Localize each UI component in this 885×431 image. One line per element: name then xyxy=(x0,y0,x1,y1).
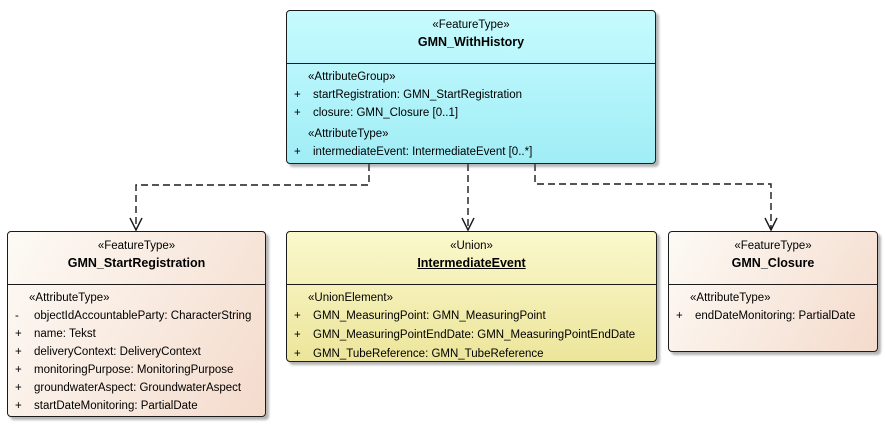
attribute-text: startRegistration: GMN_StartRegistration xyxy=(313,89,522,101)
dependency-connector-intermediate-event[interactable] xyxy=(461,164,475,232)
visibility-marker: + xyxy=(294,310,301,322)
visibility-marker: + xyxy=(15,382,22,394)
dependency-connector-closure[interactable] xyxy=(534,164,778,232)
attribute-text: endDateMonitoring: PartialDate xyxy=(695,310,856,322)
attribute-row: - objectIdAccountableParty: CharacterStr… xyxy=(13,307,263,325)
visibility-marker: + xyxy=(15,364,22,376)
visibility-marker: + xyxy=(15,400,22,412)
attribute-text: GMN_TubeReference: GMN_TubeReference xyxy=(313,348,544,360)
attribute-text: GMN_MeasuringPoint: GMN_MeasuringPoint xyxy=(313,310,546,322)
attribute-compartment: «AttributeType» + endDateMonitoring: Par… xyxy=(669,284,877,325)
attribute-compartment: «AttributeGroup» + startRegistration: GM… xyxy=(287,63,655,161)
class-stereotype: «FeatureType» xyxy=(432,19,510,31)
attribute-text: objectIdAccountableParty: CharacterStrin… xyxy=(34,310,252,322)
attribute-text: deliveryContext: DeliveryContext xyxy=(34,346,201,358)
class-name: GMN_WithHistory xyxy=(417,35,525,49)
class-stereotype: «FeatureType» xyxy=(97,240,176,252)
visibility-marker: + xyxy=(294,146,301,158)
attribute-text: name: Tekst xyxy=(34,328,96,340)
attribute-text: groundwaterAspect: GroundwaterAspect xyxy=(34,382,242,394)
attribute-text: GMN_MeasuringPointEndDate: GMN_Measuring… xyxy=(313,329,636,341)
visibility-marker: + xyxy=(294,348,301,360)
open-arrowhead-icon xyxy=(129,217,143,232)
class-name: GMN_Closure xyxy=(731,256,815,270)
open-arrowhead-icon xyxy=(764,217,778,232)
attribute-row: + intermediateEvent: IntermediateEvent [… xyxy=(292,143,653,161)
class-header: «FeatureType» GMN_StartRegistration xyxy=(8,232,265,284)
group-stereotype: «AttributeType» xyxy=(690,292,771,304)
visibility-marker: + xyxy=(676,310,683,322)
class-header: «FeatureType» GMN_WithHistory xyxy=(287,11,655,63)
attribute-row: + monitoringPurpose: MonitoringPurpose xyxy=(13,361,263,379)
class-stereotype: «FeatureType» xyxy=(734,240,812,252)
attribute-row: + startRegistration: GMN_StartRegistrati… xyxy=(292,86,653,104)
attribute-row: + GMN_MeasuringPoint: GMN_MeasuringPoint xyxy=(292,307,654,326)
attribute-row: + name: Tekst xyxy=(13,325,263,343)
group-stereotype: «UnionElement» xyxy=(308,292,394,304)
attribute-row: + closure: GMN_Closure [0..1] xyxy=(292,104,653,122)
class-box-gmn-withhistory[interactable]: «FeatureType» GMN_WithHistory «Attribute… xyxy=(286,10,656,164)
group-stereotype: «AttributeGroup» xyxy=(308,71,396,83)
visibility-marker: + xyxy=(294,329,301,341)
group-stereotype: «AttributeType» xyxy=(29,292,110,304)
visibility-marker: + xyxy=(15,346,22,358)
open-arrowhead-icon xyxy=(461,217,475,232)
class-header: «FeatureType» GMN_Closure xyxy=(669,232,877,284)
attribute-text: closure: GMN_Closure [0..1] xyxy=(313,107,459,119)
visibility-marker: + xyxy=(294,89,301,101)
attribute-text: monitoringPurpose: MonitoringPurpose xyxy=(34,364,234,376)
class-name: IntermediateEvent xyxy=(417,256,526,270)
attribute-row: + GMN_TubeReference: GMN_TubeReference xyxy=(292,345,654,361)
class-box-intermediateevent[interactable]: «Union» IntermediateEvent «UnionElement»… xyxy=(286,231,657,362)
attribute-text: startDateMonitoring: PartialDate xyxy=(34,400,198,412)
class-box-gmn-startregistration[interactable]: «FeatureType» GMN_StartRegistration «Att… xyxy=(7,231,266,417)
class-name: GMN_StartRegistration xyxy=(67,256,206,270)
visibility-marker: + xyxy=(294,107,301,119)
visibility-marker: - xyxy=(15,310,19,322)
dependency-connector-start-registration[interactable] xyxy=(129,164,370,232)
attribute-compartment: «AttributeType» - objectIdAccountablePar… xyxy=(8,284,265,415)
visibility-marker: + xyxy=(15,328,22,340)
group-stereotype: «AttributeType» xyxy=(308,128,389,140)
class-box-gmn-closure[interactable]: «FeatureType» GMN_Closure «AttributeType… xyxy=(668,231,878,352)
attribute-row: + deliveryContext: DeliveryContext xyxy=(13,343,263,361)
attribute-row: + startDateMonitoring: PartialDate xyxy=(13,397,263,415)
attribute-row: + endDateMonitoring: PartialDate xyxy=(674,307,875,325)
attribute-row: + GMN_MeasuringPointEndDate: GMN_Measuri… xyxy=(292,326,654,345)
attribute-compartment: «UnionElement» + GMN_MeasuringPoint: GMN… xyxy=(287,284,656,361)
class-header: «Union» IntermediateEvent xyxy=(287,232,656,284)
class-stereotype: «Union» xyxy=(450,240,493,252)
attribute-row: + groundwaterAspect: GroundwaterAspect xyxy=(13,379,263,397)
attribute-text: intermediateEvent: IntermediateEvent [0.… xyxy=(313,146,533,158)
